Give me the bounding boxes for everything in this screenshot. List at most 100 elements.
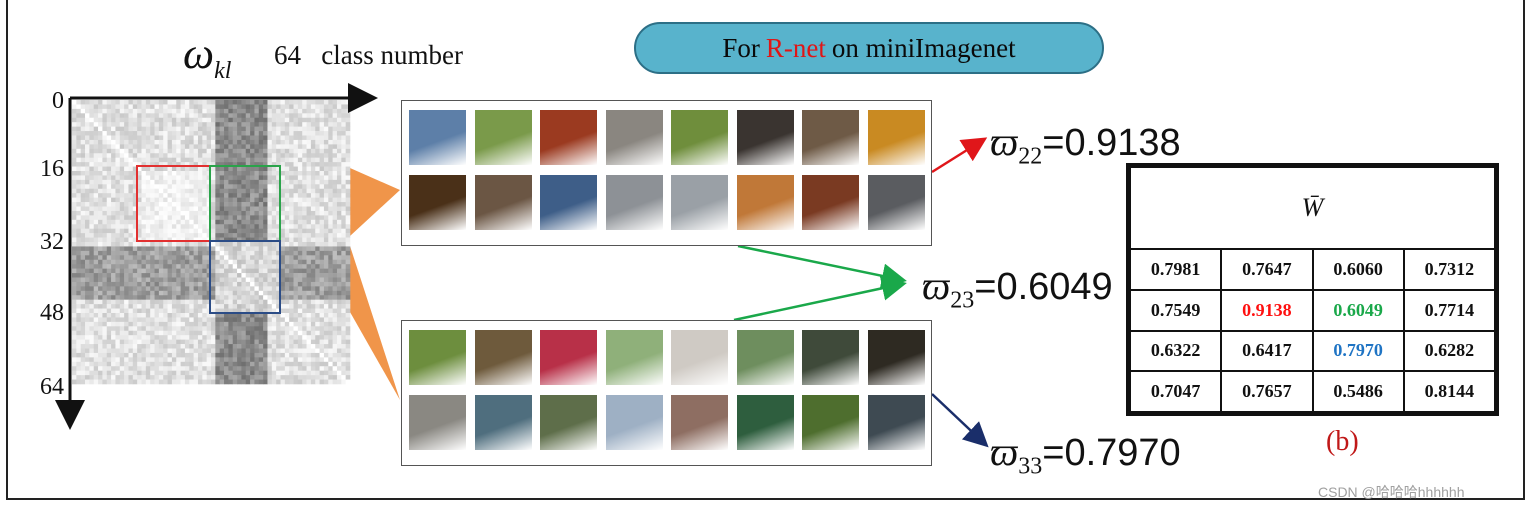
- heatmap-cell: [124, 215, 129, 221]
- heatmap-cell: [128, 108, 134, 114]
- heatmap-cell: [167, 179, 173, 185]
- heatmap-cell: [332, 321, 338, 327]
- heatmap-cell: [224, 202, 229, 207]
- heatmap-cell: [224, 290, 229, 296]
- heatmap-cell: [319, 308, 325, 314]
- heatmap-cell: [171, 139, 177, 145]
- heatmap-cell: [315, 339, 320, 345]
- heatmap-cell: [158, 357, 164, 363]
- heatmap-cell: [267, 299, 273, 305]
- heatmap-cell: [76, 188, 81, 194]
- heatmap-cell: [167, 295, 173, 300]
- heatmap-cell: [215, 339, 220, 345]
- heatmap-cell: [232, 233, 238, 238]
- heatmap-cell: [141, 108, 147, 114]
- heatmap-cell: [163, 144, 168, 150]
- heatmap-cell: [176, 104, 181, 110]
- heatmap-cell: [124, 264, 129, 269]
- heatmap-cell: [111, 126, 116, 132]
- heatmap-cell: [163, 148, 168, 154]
- heatmap-cell: [319, 157, 325, 163]
- heatmap-cell: [293, 108, 299, 114]
- heatmap-cell: [197, 135, 203, 141]
- heatmap-cell: [72, 375, 77, 380]
- heatmap-cell: [332, 313, 338, 318]
- heatmap-cell: [72, 366, 77, 371]
- heatmap-cell: [232, 299, 238, 305]
- heatmap-cell: [271, 184, 277, 190]
- heatmap-cell: [228, 153, 234, 158]
- heatmap-cell: [232, 215, 238, 221]
- heatmap-cell: [167, 228, 173, 234]
- heatmap-cell: [219, 250, 225, 256]
- heatmap-cell: [85, 277, 90, 283]
- heatmap-cell: [328, 352, 333, 358]
- heatmap-cell: [224, 131, 229, 136]
- heatmap-cell: [102, 299, 108, 305]
- heatmap-cell: [328, 139, 333, 145]
- heatmap-cell: [193, 184, 199, 190]
- heatmap-cell: [119, 100, 125, 105]
- heatmap-cell: [315, 228, 320, 234]
- heatmap-cell: [293, 206, 299, 212]
- heatmap-cell: [345, 188, 351, 194]
- heatmap-cell: [197, 281, 203, 287]
- heatmap-cell: [184, 246, 190, 252]
- heatmap-cell: [332, 206, 338, 212]
- heatmap-cell: [184, 242, 190, 247]
- heatmap-cell: [267, 131, 273, 136]
- heatmap-cell: [102, 366, 108, 371]
- heatmap-cell: [93, 153, 99, 158]
- heatmap-cell: [115, 219, 121, 225]
- heatmap-cell: [319, 139, 325, 145]
- heatmap-cell: [197, 366, 203, 371]
- heatmap-cell: [232, 277, 238, 283]
- heatmap-cell: [228, 379, 234, 385]
- heatmap-cell: [202, 219, 207, 225]
- heatmap-cell: [224, 228, 229, 234]
- heatmap-cell: [158, 321, 164, 327]
- heatmap-cell: [189, 273, 194, 278]
- heatmap-cell: [328, 375, 333, 380]
- heatmap-cell: [319, 348, 325, 354]
- heatmap-cell: [115, 122, 121, 127]
- heatmap-cell: [328, 264, 333, 269]
- heatmap-cell: [163, 157, 168, 163]
- heatmap-cell: [189, 162, 194, 167]
- heatmap-cell: [128, 290, 134, 296]
- heatmap-cell: [137, 352, 142, 358]
- heatmap-cell: [336, 108, 342, 114]
- heatmap-cell: [167, 281, 173, 287]
- heatmap-cell: [132, 375, 138, 380]
- heatmap-cell: [106, 255, 112, 261]
- heatmap-cell: [345, 379, 351, 385]
- heatmap-cell: [202, 255, 207, 261]
- heatmap-cell: [193, 330, 199, 336]
- matrix-title-symbol: ω: [183, 29, 215, 78]
- heatmap-cell: [115, 100, 121, 105]
- heatmap-cell: [93, 122, 99, 127]
- heatmap-cell: [211, 175, 216, 181]
- heatmap-cell: [158, 100, 164, 105]
- heatmap-cell: [332, 166, 338, 172]
- heatmap-cell: [176, 215, 181, 221]
- heatmap-cell: [289, 304, 294, 309]
- heatmap-cell: [145, 113, 151, 119]
- heatmap-cell: [137, 357, 142, 363]
- heatmap-cell: [293, 273, 299, 278]
- heatmap-cell: [328, 335, 333, 340]
- heatmap-cell: [215, 299, 220, 305]
- heatmap-cell: [219, 228, 225, 234]
- heatmap-cell: [202, 104, 207, 110]
- heatmap-cell: [219, 344, 225, 349]
- heatmap-cell: [128, 242, 134, 247]
- heatmap-cell: [154, 219, 160, 225]
- heatmap-cell: [180, 242, 186, 247]
- heatmap-cell: [119, 184, 125, 190]
- heatmap-cell: [328, 250, 333, 256]
- heatmap-cell: [171, 144, 177, 150]
- heatmap-cell: [267, 237, 273, 243]
- heatmap-cell: [315, 348, 320, 354]
- heatmap-cell: [93, 193, 99, 198]
- heatmap-cell: [341, 139, 346, 145]
